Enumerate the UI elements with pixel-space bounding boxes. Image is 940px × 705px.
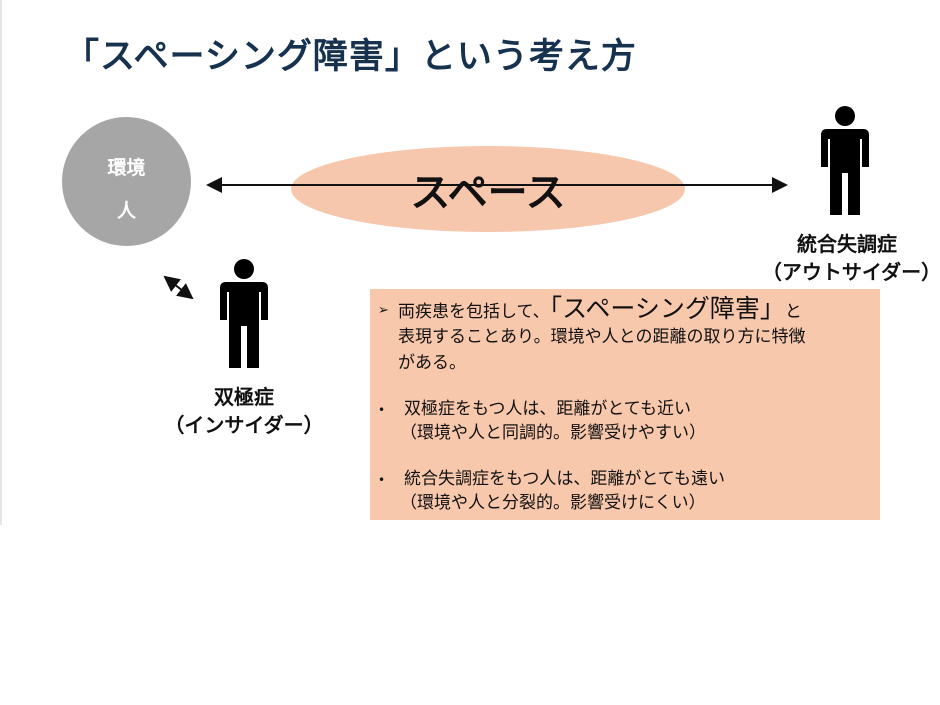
insider-name: 双極症 bbox=[214, 385, 274, 409]
outsider-role: （アウトサイダー） bbox=[761, 260, 940, 284]
distance-arrow-near bbox=[163, 275, 194, 300]
space-label: スペース bbox=[410, 170, 566, 216]
bullet-icon: • bbox=[378, 403, 386, 417]
outsider-person-icon bbox=[821, 106, 869, 215]
intro-line-2: 表現することあり。環境や人との距離の取り方に特徴 bbox=[398, 327, 806, 347]
intro-pre: 両疾患を包括して、 bbox=[398, 302, 550, 322]
intro-emphasis: 「スペーシング障害」 bbox=[549, 294, 785, 323]
explanation-box: ➢ 両疾患を包括して、「スペーシング障害」と 表現することあり。環境や人との距離… bbox=[370, 289, 880, 520]
circle-label-environment: 環境 bbox=[107, 157, 146, 179]
outsider-name: 統合失調症 bbox=[797, 232, 897, 256]
schizo-line-2: （環境や人と分裂的。影響受けにくい） bbox=[400, 493, 706, 513]
bullet-icon: • bbox=[378, 473, 386, 487]
schizo-line-1: 統合失調症をもつ人は、距離がとても遠い bbox=[404, 469, 725, 489]
bipolar-line-2: （環境や人と同調的。影響受けやすい） bbox=[400, 423, 706, 443]
bipolar-line-1: 双極症をもつ人は、距離がとても近い bbox=[404, 399, 691, 419]
environment-person-circle: 環境 人 bbox=[62, 117, 191, 246]
arrows-layer bbox=[163, 177, 788, 300]
circle-label-person: 人 bbox=[116, 200, 136, 222]
intro-post: と bbox=[784, 302, 802, 322]
arrow-bullet-icon: ➢ bbox=[378, 303, 389, 318]
insider-person-icon bbox=[220, 259, 268, 368]
intro-line-1: 両疾患を包括して、「スペーシング障害」と bbox=[398, 296, 802, 325]
slide-title: 「スペーシング障害」という考え方 bbox=[64, 37, 637, 77]
insider-role: （インサイダー） bbox=[164, 413, 324, 437]
slide: 「スペーシング障害」という考え方 環境 人 スペース 統合失調症 （アウトサイダ… bbox=[0, 0, 940, 525]
intro-line-3: がある。 bbox=[398, 353, 466, 373]
